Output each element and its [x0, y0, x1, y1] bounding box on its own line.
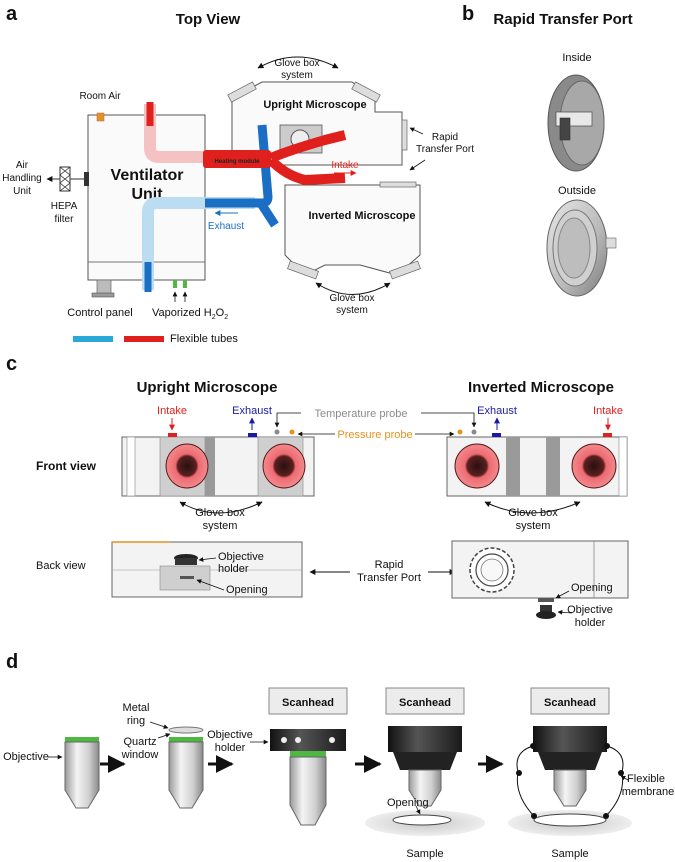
- air-handling-3: Unit: [13, 186, 31, 197]
- metal-ring-2: ring: [127, 715, 145, 727]
- ventilator-label-1: Ventilator: [111, 167, 184, 184]
- opening-c-left: Opening: [226, 584, 268, 596]
- h2o2-port-1: [173, 280, 177, 288]
- upright-front-view: [121, 429, 315, 497]
- glove-c-right-1: Glove box: [508, 507, 558, 519]
- rapid-c-1: Rapid: [375, 559, 404, 571]
- panel-c-letter: c: [6, 353, 17, 375]
- inside-label: Inside: [562, 52, 591, 64]
- rtp-outside: [546, 199, 617, 297]
- objective-1: [64, 737, 100, 809]
- exhaust-label-c-left: Exhaust: [232, 405, 272, 417]
- quartz-2: window: [121, 749, 159, 761]
- objective-holder-c-right-1: Objective: [567, 604, 613, 616]
- upright-top-label: Upright Microscope: [263, 99, 366, 111]
- heating-module-label: Heating module: [214, 159, 260, 165]
- upright-back-view: [111, 541, 303, 598]
- scanhead-1-label: Scanhead: [282, 697, 334, 709]
- front-view-label: Front view: [36, 459, 97, 473]
- glove-c-right-2: system: [516, 520, 551, 532]
- exhaust-label-a: Exhaust: [208, 221, 244, 232]
- objective-assembly-5: [508, 726, 632, 836]
- objective-holder-3: [270, 729, 346, 826]
- legend-red-swatch: [124, 336, 164, 342]
- metal-ring-1: Metal: [123, 702, 150, 714]
- glove-bottom-1: Glove box: [329, 293, 374, 304]
- scanhead-1: [268, 687, 348, 715]
- panel-d-letter: d: [6, 651, 18, 673]
- scanhead-2-label: Scanhead: [399, 697, 451, 709]
- objective-assembly-4: [365, 726, 485, 836]
- sample-2-label: Sample: [551, 848, 588, 860]
- intake-label-c-left: Intake: [157, 405, 187, 417]
- objective-2: [168, 726, 204, 809]
- glove-top-1: Glove box: [274, 58, 319, 69]
- objective-label: Objective: [3, 751, 49, 763]
- opening-d-label: Opening: [387, 797, 429, 809]
- rapid-c-2: Transfer Port: [357, 572, 421, 584]
- glove-bottom-2: system: [336, 305, 368, 316]
- quartz-1: Quartz: [123, 736, 156, 748]
- opening-c-right: Opening: [571, 582, 613, 594]
- rtp-inside: [547, 74, 605, 172]
- exhaust-label-c-right: Exhaust: [477, 405, 517, 417]
- temperature-probe-label: Temperature probe: [315, 408, 408, 420]
- glove-c-left-1: Glove box: [195, 507, 245, 519]
- legend-label: Flexible tubes: [170, 333, 238, 345]
- scanhead-3: [530, 687, 610, 715]
- intake-tube: [144, 102, 347, 186]
- objective-holder-c-left-1: Objective: [218, 551, 264, 563]
- panel-b-title: Rapid Transfer Port: [493, 11, 632, 28]
- hepa-label-1: HEPA: [51, 201, 78, 212]
- intake-label-a: Intake: [331, 160, 359, 171]
- objective-holder-c-right-2: holder: [575, 617, 606, 629]
- flexible-membrane-2: membrane: [622, 786, 675, 798]
- vaporized-label: Vaporized H2O2: [152, 307, 228, 321]
- back-view-label: Back view: [36, 560, 86, 572]
- objective-holder-c-left-2: holder: [218, 563, 249, 575]
- panel-c-upright-title: Upright Microscope: [137, 379, 278, 396]
- pressure-probe-label: Pressure probe: [337, 429, 412, 441]
- air-handling-2: Handling: [2, 173, 41, 184]
- inverted-microscope-top: [284, 181, 421, 280]
- control-panel-label: Control panel: [67, 307, 132, 319]
- panel-c-inverted-title: Inverted Microscope: [468, 379, 614, 396]
- glove-c-left-2: system: [203, 520, 238, 532]
- outside-label: Outside: [558, 185, 596, 197]
- hepa-label-2: filter: [55, 214, 75, 225]
- legend-blue-swatch: [73, 336, 113, 342]
- exhaust-tube: [142, 124, 279, 292]
- panel-a-title: Top View: [176, 11, 241, 28]
- inverted-front-view: [446, 429, 628, 497]
- sample-1-label: Sample: [406, 848, 443, 860]
- objective-holder-d-2: holder: [215, 742, 246, 754]
- hepa-filter-icon: [46, 166, 84, 192]
- inverted-top-label: Inverted Microscope: [309, 210, 416, 222]
- rapid-a-1: Rapid: [432, 132, 458, 143]
- rapid-a-2: Transfer Port: [416, 144, 474, 155]
- air-handling-1: Air: [16, 160, 29, 171]
- room-air-label: Room Air: [79, 91, 121, 102]
- panel-b-letter: b: [462, 3, 474, 25]
- objective-holder-d-1: Objective: [207, 729, 253, 741]
- intake-label-c-right: Intake: [593, 405, 623, 417]
- glove-top-2: system: [281, 70, 313, 81]
- panel-a-letter: a: [6, 3, 18, 25]
- inverted-back-view: [451, 540, 629, 619]
- scanhead-3-label: Scanhead: [544, 697, 596, 709]
- scanhead-2: [385, 687, 465, 715]
- flexible-membrane-1: Flexible: [627, 773, 665, 785]
- h2o2-port-2: [183, 280, 187, 288]
